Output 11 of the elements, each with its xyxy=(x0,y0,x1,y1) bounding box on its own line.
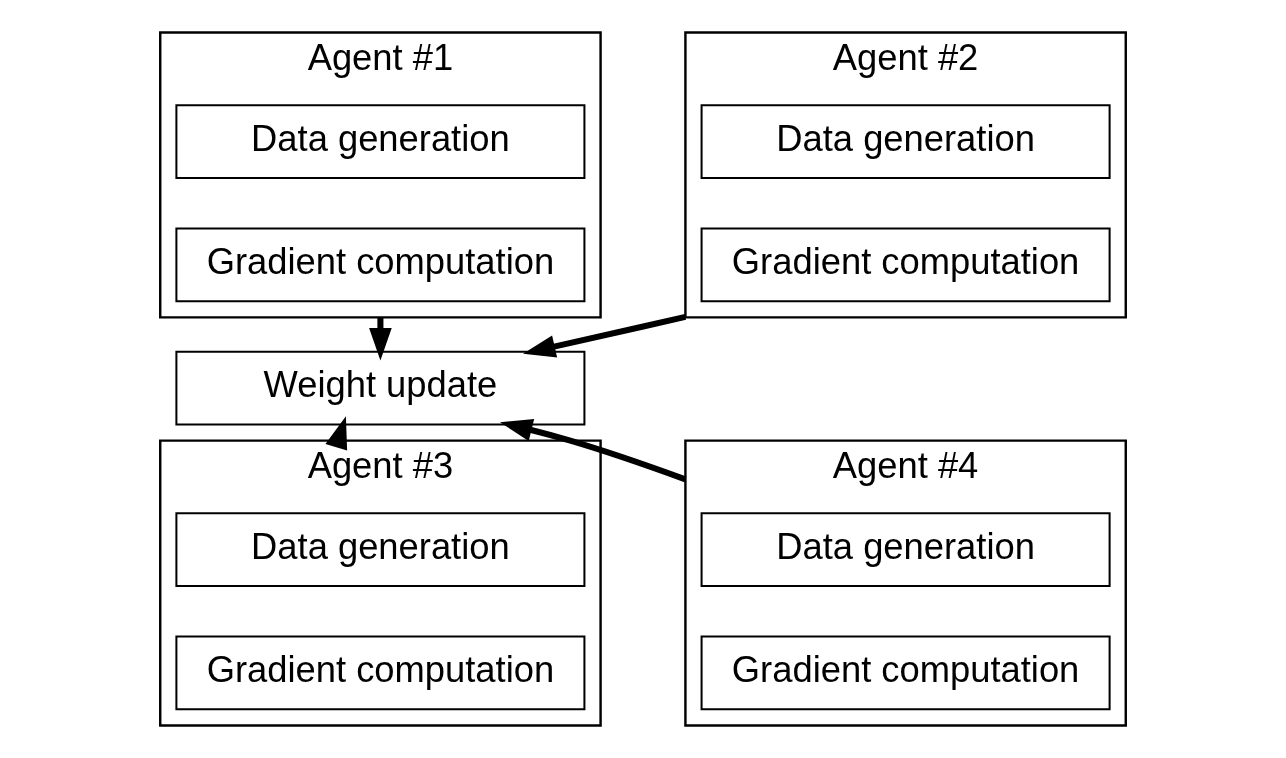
node-box: Gradient computation xyxy=(700,635,1111,711)
node-box: Data generation xyxy=(700,104,1111,180)
node-box: Gradient computation xyxy=(175,635,586,711)
node-box: Gradient computation xyxy=(175,227,586,303)
arrow xyxy=(523,313,687,358)
arrow xyxy=(500,419,687,483)
node-box: Weight update xyxy=(175,350,586,426)
node-box: Gradient computation xyxy=(700,227,1111,303)
node-box: Data generation xyxy=(175,104,586,180)
node-box: Data generation xyxy=(175,512,586,588)
node-box: Data generation xyxy=(700,512,1111,588)
